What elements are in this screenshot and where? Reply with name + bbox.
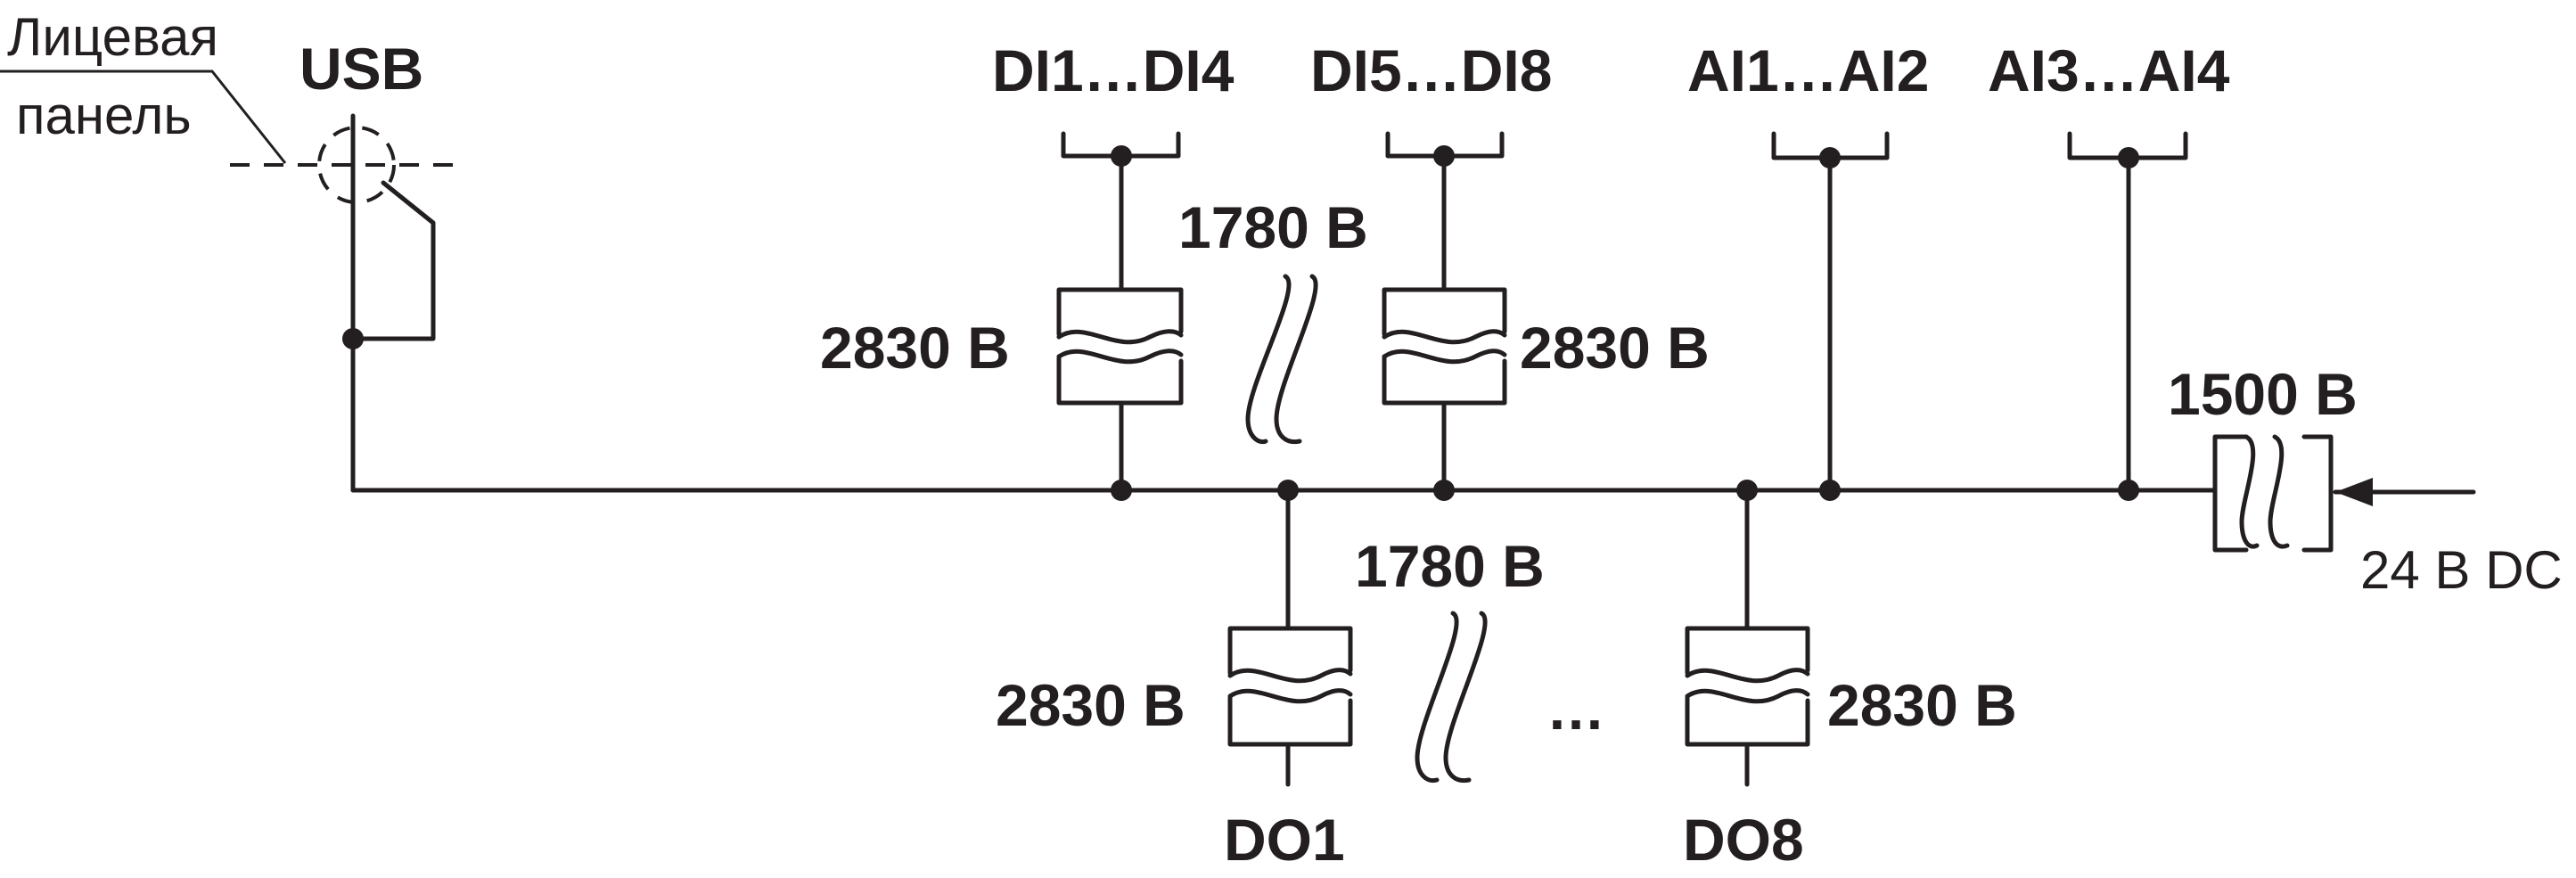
power-isolation-barrier: [2212, 434, 2334, 553]
do8-label: DO8: [1683, 807, 1804, 873]
di-groups-gap-line-1: [1245, 274, 1292, 445]
di5-8-voltage: 2830 В: [1520, 315, 1710, 381]
do-groups-isolation: 1780 В …: [1355, 533, 1605, 784]
di5-8-label: DI5…DI8: [1310, 37, 1552, 103]
ai1-2-group: AI1…AI2: [1687, 37, 1929, 493]
ai3-4-group: AI3…AI4: [1988, 37, 2230, 493]
usb-shield-wire: [350, 180, 436, 341]
front-panel-leader: [0, 70, 287, 164]
usb-port-dashed-circle: [317, 126, 396, 204]
power-input-group: 1500 В 24 В DC: [2168, 361, 2563, 600]
front-panel-label-line2: панель: [16, 86, 192, 145]
di1-4-group: DI1…DI4 2830 В: [820, 37, 1235, 493]
power-arrow-head: [2335, 478, 2373, 506]
do1-label: DO1: [1224, 807, 1345, 873]
usb-label: USB: [299, 36, 423, 102]
di-groups-isolation: 1780 В: [1178, 194, 1368, 445]
usb-junction-dot: [342, 328, 364, 349]
do8-isolation-barrier: [1685, 626, 1810, 747]
do1-isolation-barrier: [1227, 626, 1353, 747]
main-bus: [350, 480, 2218, 501]
di5-8-group: DI5…DI8 2830 В: [1310, 37, 1710, 493]
di5-8-isolation-barrier: [1382, 287, 1507, 406]
power-input-label: 24 В DC: [2360, 540, 2563, 600]
do1-voltage: 2830 В: [996, 672, 1185, 738]
usb-connection: USB: [299, 36, 436, 493]
do-groups-voltage: 1780 В: [1355, 533, 1545, 599]
di1-4-isolation-barrier: [1056, 287, 1184, 406]
front-panel-callout: Лицевая панель: [0, 7, 464, 167]
ai3-4-label: AI3…AI4: [1988, 37, 2230, 103]
di-groups-voltage: 1780 В: [1178, 194, 1368, 260]
do8-voltage: 2830 В: [1827, 672, 2017, 738]
di1-4-label: DI1…DI4: [992, 37, 1235, 103]
power-isolation-voltage: 1500 В: [2168, 361, 2358, 427]
do-groups-gap-line-2: [1443, 611, 1488, 784]
di1-4-voltage: 2830 В: [820, 315, 1010, 381]
do-ellipsis: …: [1546, 676, 1605, 742]
di-groups-gap-line-2: [1274, 274, 1318, 445]
do1-group: 2830 В DO1: [996, 488, 1353, 873]
do8-group: 2830 В DO8: [1683, 488, 2017, 873]
front-panel-label-line1: Лицевая: [7, 7, 218, 67]
do-groups-gap-line-1: [1415, 611, 1459, 784]
ai1-2-label: AI1…AI2: [1687, 37, 1929, 103]
